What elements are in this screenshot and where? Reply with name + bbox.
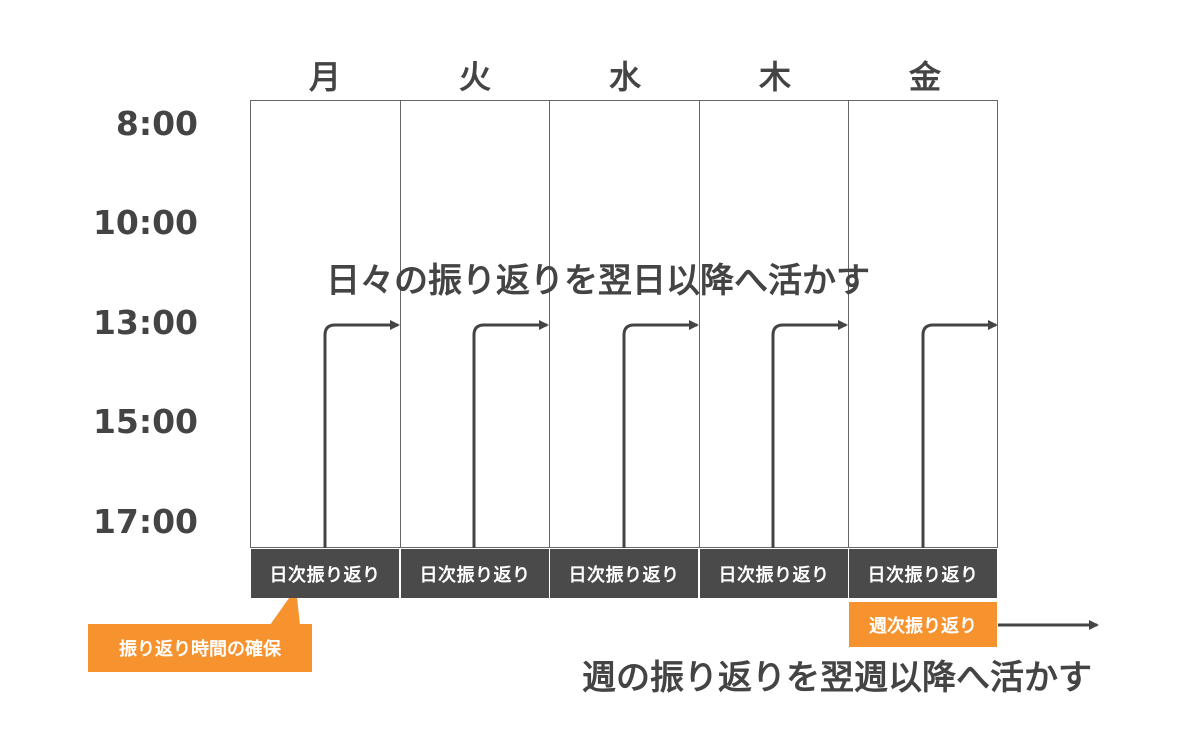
daily-review-block-thu: 日次振り返り	[700, 549, 848, 598]
time-label-0800: 8:00	[115, 104, 198, 143]
column-divider	[549, 100, 550, 548]
next-day-arrow-tue	[472, 320, 549, 548]
weekly-review-block: 週次振り返り	[849, 602, 997, 647]
day-label-mon: 月	[308, 58, 341, 96]
next-day-arrow-mon	[323, 320, 400, 548]
secure-time-callout: 振り返り時間の確保	[88, 624, 312, 672]
daily-review-block-wed: 日次振り返り	[550, 549, 698, 598]
column-divider	[699, 100, 700, 548]
daily-review-block-tue: 日次振り返り	[401, 549, 549, 598]
day-label-thu: 木	[758, 58, 791, 96]
caption-daily-review: 日々の振り返りを翌日以降へ活かす	[326, 261, 870, 301]
next-day-arrow-thu	[771, 320, 848, 548]
daily-review-block-mon: 日次振り返り	[251, 549, 399, 598]
caption-weekly-review: 週の振り返りを翌週以降へ活かす	[582, 658, 1092, 698]
time-label-1500: 15:00	[92, 402, 198, 441]
time-label-1700: 17:00	[92, 502, 198, 541]
next-day-arrow-fri	[921, 320, 998, 548]
time-label-1300: 13:00	[92, 303, 198, 342]
day-label-tue: 火	[458, 58, 491, 96]
next-day-arrow-wed	[622, 320, 699, 548]
column-divider	[848, 100, 849, 548]
daily-review-block-fri: 日次振り返り	[849, 549, 997, 598]
time-label-1000: 10:00	[92, 203, 198, 242]
day-label-wed: 水	[608, 58, 641, 96]
day-label-fri: 金	[908, 58, 941, 96]
column-divider	[400, 100, 401, 548]
